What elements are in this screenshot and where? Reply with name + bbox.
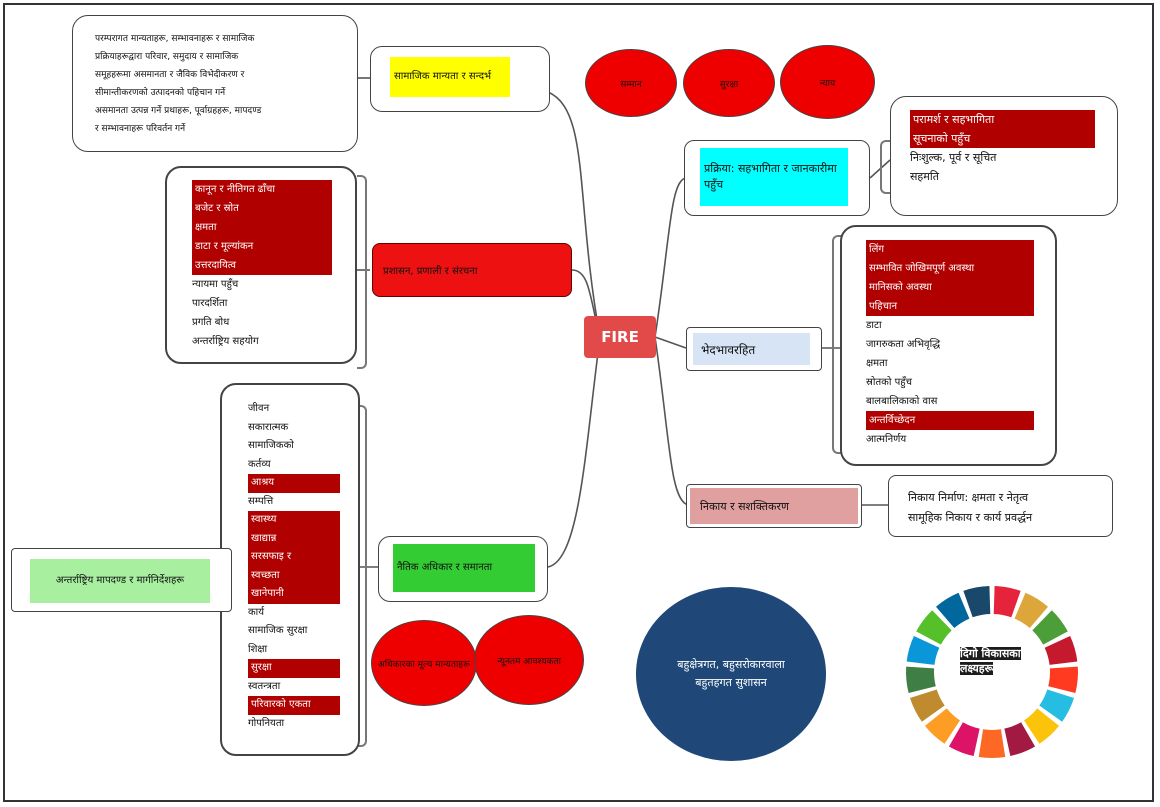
- sdg-label: दिगो विकासका लक्ष्यहरू: [960, 647, 1021, 675]
- moral-item: कार्य: [248, 606, 265, 618]
- governance-item: अन्तर्राष्ट्रिय सहयोग: [192, 336, 259, 347]
- process-item: निःशुल्क, पूर्व र सूचित: [910, 151, 997, 164]
- empower-list: निकाय निर्माण: क्षमता र नेतृत्व सामूहिक न…: [908, 488, 1108, 528]
- moral-item: परिवारको एकता: [248, 696, 340, 715]
- circle-rights-values: अधिकारका मूल्य मान्यताहरू: [371, 620, 477, 706]
- nondisc-item: स्रोतको पहुँच: [866, 377, 912, 388]
- node-empowerment: निकाय र सशक्तिकरण: [690, 488, 858, 524]
- governance-item: पारदर्शिता: [192, 298, 228, 309]
- sdg-segment: [978, 729, 1006, 758]
- sdg-segment: [1032, 610, 1068, 645]
- nondisc-item: सम्भावित जोखिमपूर्ण अवस्था: [866, 259, 1034, 278]
- process-item: सूचनाको पहुँच: [910, 129, 1095, 148]
- moral-item: सामाजिकको: [248, 440, 294, 451]
- node-moral-rights: नैतिक अधिकार र समानता: [393, 544, 535, 592]
- governance-item: कानून र नीतिगत ढाँचा: [192, 180, 332, 199]
- moral-item: सामाजिक सुरक्षा: [248, 625, 308, 636]
- governance-item: प्रगति बोध: [192, 317, 230, 328]
- empower-item: निकाय निर्माण: क्षमता र नेतृत्व: [908, 491, 1029, 504]
- sdg-segment: [963, 586, 991, 618]
- nondisc-item: डाटा: [866, 320, 882, 331]
- sdg-segment: [993, 586, 1021, 618]
- circle-respect: सम्मान: [585, 49, 677, 117]
- empower-list-box: [888, 475, 1113, 537]
- process-list: परामर्श र सहभागितासूचनाको पहुँच निःशुल्क,…: [910, 110, 1095, 186]
- moral-item: खाद्यान्न: [248, 529, 340, 548]
- node-process-participation: प्रक्रिया: सहभागिता र जानकारीमा पहुँच: [700, 148, 848, 206]
- moral-item: सरसफाइ र: [248, 548, 340, 567]
- moral-item: आश्रय: [248, 474, 340, 493]
- nondisc-item: पहिचान: [866, 297, 1034, 316]
- sdg-segment: [1014, 592, 1049, 628]
- nondisc-item: आत्मनिर्णय: [866, 434, 907, 445]
- social-description-line: सीमान्तीकरणको उत्पादनको पहिचान गर्ने: [95, 88, 226, 98]
- sdg-segment: [910, 689, 945, 722]
- governance-oval: बहुक्षेत्रगत, बहुसरोकारवाला बहुतहगत सुशा…: [636, 587, 826, 761]
- social-description-box: [72, 15, 358, 152]
- governance-item: क्षमता: [192, 218, 332, 237]
- empower-item: सामूहिक निकाय र कार्य प्रवर्द्धन: [908, 511, 1033, 524]
- sdg-segment: [935, 592, 970, 628]
- moral-item: स्वतन्त्रता: [248, 680, 281, 692]
- moral-list: जीवन सकारात्मक सामाजिकको कर्तव्य आश्रय सम्पत्…: [248, 400, 340, 733]
- sdg-segment: [1044, 635, 1078, 665]
- center-fire: FIRE: [584, 316, 656, 358]
- social-description: परम्परागत मान्यताहरू, सम्भावनाहरू र सामा…: [95, 30, 350, 138]
- node-non-discrimination: भेदभावरहित: [693, 333, 810, 365]
- sdg-segment: [1039, 689, 1074, 722]
- node-governance: प्रशासन, प्रणाली र संरचना: [372, 243, 572, 297]
- sdg-wheel: [906, 586, 1078, 758]
- nondisc-item: लिंग: [866, 240, 1034, 259]
- circle-justice: न्याय: [780, 45, 875, 119]
- sdg-segment: [924, 708, 961, 744]
- moral-item: कर्तव्य: [248, 458, 271, 470]
- moral-item: सकारात्मक: [248, 421, 289, 433]
- nondisc-item: जागरुकता अभिवृद्धि: [866, 339, 941, 350]
- sdg-segment: [1004, 722, 1036, 757]
- sdg-segment: [948, 722, 980, 757]
- circle-minimum-needs: न्यूनतम आवश्यकता: [474, 615, 584, 705]
- social-description-line: प्रक्रियाहरूद्वारा परिवार, समुदाय र सामा…: [95, 52, 239, 62]
- node-social-recognition: सामाजिक मान्यता र सन्दर्भ: [390, 57, 510, 97]
- social-description-line: र सम्भावनाहरू परिवर्तन गर्ने: [95, 124, 186, 134]
- sdg-segment: [906, 666, 936, 694]
- nondisc-item: क्षमता: [866, 358, 888, 369]
- nondisc-item: अन्तर्विच्छेदन: [866, 411, 1034, 430]
- gov-bracket: [357, 175, 367, 369]
- sdg-segment: [916, 610, 952, 645]
- social-description-line: समूहहरूमा असमानता र जैविक विभेदीकरण र: [95, 70, 245, 80]
- governance-item: डाटा र मूल्यांकन: [192, 237, 332, 256]
- page-frame: [3, 3, 1154, 802]
- process-bracket: [880, 140, 890, 194]
- moral-item: शिक्षा: [248, 643, 268, 655]
- nondisc-item: मानिसको अवस्था: [866, 278, 1034, 297]
- nondisc-item: बालबालिकाको वास: [866, 396, 938, 407]
- moral-item: खानेपानी: [248, 585, 340, 604]
- sdg-segment: [906, 635, 940, 665]
- circle-security: सुरक्षा: [683, 49, 775, 117]
- moral-item: जीवन: [248, 403, 270, 414]
- social-description-line: असमानता उत्पन्न गर्ने प्रथाहरू, पूर्वाग्…: [95, 106, 262, 116]
- moral-item: गोपनियता: [248, 717, 285, 729]
- moral-bracket: [357, 405, 367, 747]
- social-description-line: परम्परागत मान्यताहरू, सम्भावनाहरू र सामा…: [95, 34, 255, 44]
- sdg-segment: [1023, 708, 1060, 744]
- sdg-segment: [1048, 666, 1078, 694]
- moral-item: सुरक्षा: [248, 659, 340, 678]
- process-item: सहमति: [910, 170, 939, 183]
- governance-item: न्यायमा पहुँच: [192, 279, 239, 290]
- governance-item: उत्तरदायित्व: [192, 256, 332, 275]
- moral-item: स्वच्छता: [248, 566, 340, 585]
- process-item: परामर्श र सहभागिता: [910, 110, 1095, 129]
- node-intl-standards: अन्तर्राष्ट्रिय मापदण्ड र मार्गनिर्देशहर…: [30, 559, 210, 603]
- moral-item: स्वास्थ्य: [248, 511, 340, 530]
- nondisc-bracket: [832, 235, 842, 454]
- governance-item: बजेट र स्रोत: [192, 199, 332, 218]
- moral-item: सम्पत्ति: [248, 495, 274, 507]
